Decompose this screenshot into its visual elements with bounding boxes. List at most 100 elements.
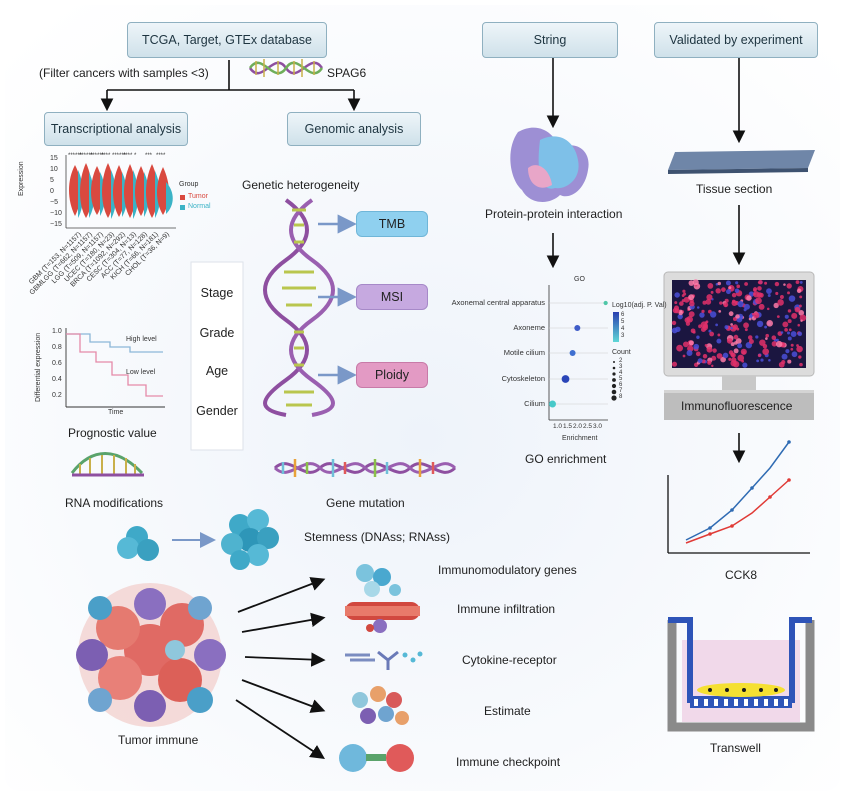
km-low-label: Low level bbox=[126, 369, 156, 376]
clinical-box bbox=[190, 261, 244, 451]
km-ylabel: Differential expression bbox=[35, 332, 42, 402]
estimate-icon bbox=[352, 686, 409, 725]
km-low-curve bbox=[66, 333, 163, 397]
go-term-label: Axoneme bbox=[513, 323, 545, 332]
immunomodulatory-icon bbox=[356, 564, 401, 597]
rna-modifications-label: RNA modifications bbox=[65, 496, 164, 510]
tissue-slide-icon bbox=[668, 150, 815, 174]
violin-ytick: 15 bbox=[50, 155, 58, 162]
go-xtick: 2.0 bbox=[573, 423, 583, 430]
violin-star-label: **** bbox=[123, 153, 133, 159]
go-size-legend bbox=[611, 361, 617, 401]
violin-star-label: ****** bbox=[112, 153, 127, 159]
clinical-grade: Grade bbox=[199, 326, 235, 340]
filter-note: (Filter cancers with samples <3) bbox=[39, 66, 209, 80]
go-color-tick: 4 bbox=[621, 326, 625, 332]
genomic-box: Genomic analysis bbox=[287, 112, 421, 146]
km-high-label: High level bbox=[126, 336, 157, 343]
cck8-chart bbox=[667, 440, 810, 554]
stemness-label: Stemness (DNAss; RNAss) bbox=[304, 530, 451, 544]
violin-star-label: * bbox=[134, 153, 137, 159]
immune-item-cytokine: Cytokine-receptor bbox=[462, 653, 557, 667]
go-size-tick: 2 bbox=[619, 358, 623, 364]
tumor-immune-label: Tumor immune bbox=[118, 733, 199, 747]
database-box: TCGA, Target, GTEx database bbox=[127, 22, 327, 58]
cck8-label: CCK8 bbox=[725, 568, 758, 582]
go-color-tick: 3 bbox=[621, 333, 625, 339]
immune-item-infiltration: Immune infiltration bbox=[457, 602, 556, 616]
violin-ytick: 0 bbox=[50, 188, 54, 195]
legend-normal-swatch bbox=[180, 205, 185, 210]
go-size-tick: 4 bbox=[619, 370, 623, 376]
km-xlabel: Time bbox=[108, 409, 124, 416]
immune-item-estimate: Estimate bbox=[484, 704, 531, 718]
transwell-icon bbox=[667, 617, 815, 732]
go-dot bbox=[561, 375, 570, 383]
go-term-label: Axonemal central apparatus bbox=[451, 298, 545, 307]
clinical-list: Stage Grade Age Gender bbox=[191, 262, 243, 450]
go-size-tick: 8 bbox=[619, 394, 623, 400]
immune-item-checkpoint: Immune checkpoint bbox=[456, 755, 561, 769]
immune-infiltration-icon bbox=[345, 602, 420, 633]
km-high-curve bbox=[66, 333, 163, 353]
violin-star-label: **** bbox=[156, 153, 166, 159]
panel-background bbox=[5, 5, 840, 791]
km-ytick: 0.2 bbox=[52, 392, 62, 399]
violin-star-label: *** bbox=[145, 153, 153, 159]
go-color-tick: 5 bbox=[621, 319, 625, 325]
genetic-heterogeneity-label: Genetic heterogeneity bbox=[242, 178, 360, 192]
transcriptional-box: Transcriptional analysis bbox=[44, 112, 188, 146]
go-term-label: Motile cilium bbox=[503, 348, 545, 357]
ppi-label: Protein-protein interaction bbox=[485, 207, 623, 221]
protein-structure-icon bbox=[510, 127, 589, 202]
violin-star-label: **** bbox=[101, 153, 111, 159]
violin-legend-title: Group bbox=[179, 181, 199, 188]
immune-item-immunomodulatory: Immunomodulatory genes bbox=[438, 563, 577, 577]
tissue-section-label: Tissue section bbox=[696, 182, 773, 196]
msi-pill: MSI bbox=[356, 284, 428, 310]
go-colorbar bbox=[613, 312, 619, 342]
transwell-label: Transwell bbox=[710, 741, 761, 755]
go-color-tick: 6 bbox=[621, 312, 625, 318]
violin-ytick: −15 bbox=[50, 221, 62, 228]
cytokine-receptor-icon bbox=[345, 650, 423, 670]
go-size-tick: 3 bbox=[619, 364, 623, 370]
gene-name: SPAG6 bbox=[327, 66, 367, 80]
monitor-icon bbox=[663, 271, 815, 420]
dna-helix-icon bbox=[248, 59, 324, 77]
violins bbox=[69, 163, 173, 219]
km-ytick: 0.8 bbox=[52, 344, 62, 351]
go-dot-plot bbox=[548, 285, 619, 421]
clinical-age: Age bbox=[205, 364, 229, 378]
go-size-legend-title: Count bbox=[612, 349, 631, 356]
immune-arrows bbox=[235, 577, 326, 759]
km-curve-plot bbox=[65, 328, 165, 408]
go-xtick: 2.5 bbox=[583, 423, 593, 430]
prognostic-label: Prognostic value bbox=[68, 426, 157, 440]
rna-modification-icon bbox=[70, 452, 144, 477]
violin-ytick: −5 bbox=[50, 199, 58, 206]
stem-cells-icon bbox=[117, 509, 279, 570]
go-xlabel: Enrichment bbox=[562, 435, 598, 442]
violin-star-label: ****** bbox=[68, 153, 83, 159]
go-color-legend-title: Log10(adj. P. Val) bbox=[612, 302, 667, 309]
genomic-arrows bbox=[318, 214, 357, 385]
go-size-tick: 7 bbox=[619, 388, 623, 394]
go-dot bbox=[574, 325, 581, 331]
top-flow-arrows bbox=[100, 58, 746, 464]
validated-box: Validated by experiment bbox=[654, 22, 818, 58]
go-size-tick: 5 bbox=[619, 376, 623, 382]
go-xtick: 3.0 bbox=[593, 423, 603, 430]
km-ytick: 0.6 bbox=[52, 360, 62, 367]
violin-ytick: −10 bbox=[50, 210, 62, 217]
km-ytick: 0.4 bbox=[52, 376, 62, 383]
gene-mutation-dna-icon bbox=[273, 459, 457, 477]
violin-ylabel: Expression bbox=[18, 161, 25, 196]
legend-tumor-swatch bbox=[180, 195, 185, 200]
tmb-pill: TMB bbox=[356, 211, 428, 237]
tumor-cluster-icon bbox=[76, 583, 226, 727]
gene-mutation-label: Gene mutation bbox=[326, 496, 405, 510]
violin-legend-normal: Normal bbox=[188, 203, 211, 210]
go-term-label: Cytoskeleton bbox=[501, 374, 545, 383]
